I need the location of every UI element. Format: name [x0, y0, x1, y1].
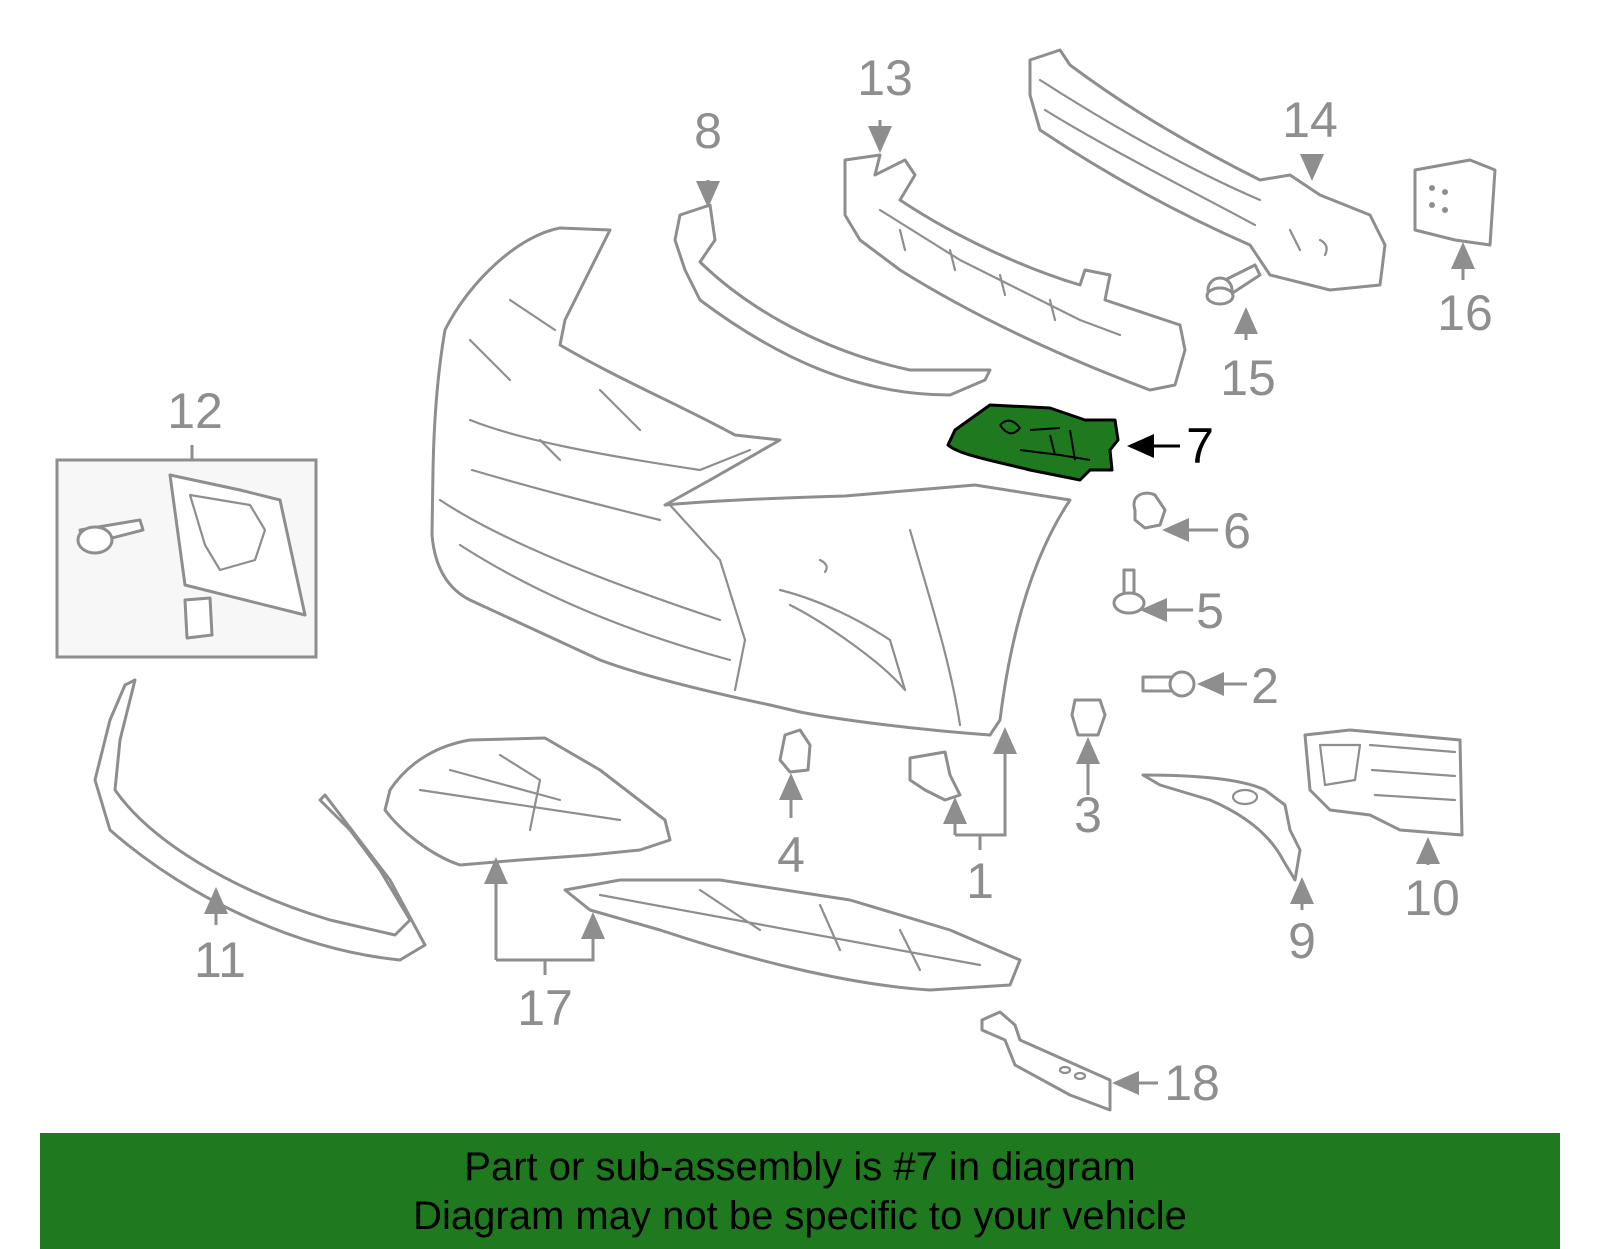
bracket-16-part	[1413, 158, 1497, 247]
upper-garnish-part	[673, 203, 992, 397]
reinforcement-beam-part	[1028, 48, 1387, 292]
bumper-bracket-small-part	[908, 750, 962, 802]
bracket-18-part	[980, 1010, 1112, 1112]
banner-line-2: Diagram may not be specific to your vehi…	[413, 1194, 1187, 1238]
callout-6: 6	[1223, 503, 1251, 559]
fastener-2-part	[1141, 670, 1196, 698]
callout-4: 4	[777, 827, 805, 883]
energy-absorber-part	[843, 153, 1187, 392]
lower-molding-part	[93, 678, 427, 962]
callout-2: 2	[1251, 658, 1279, 714]
retainer-3-part	[1070, 698, 1107, 737]
banner-line-1: Part or sub-assembly is #7 in diagram	[464, 1145, 1136, 1189]
callout-15: 15	[1220, 350, 1276, 406]
callout-14: 14	[1282, 92, 1338, 148]
callout-10: 10	[1404, 870, 1460, 926]
under-cover-upper-part	[383, 736, 672, 867]
bolt-15-part	[1205, 263, 1262, 306]
callout-5: 5	[1196, 583, 1224, 639]
clip-6-part	[1132, 491, 1167, 530]
callout-17: 17	[517, 980, 573, 1036]
under-cover-lower-part	[563, 878, 1022, 992]
callout-numbers: 8 13 14 16 15 7 6 5 2 3 4 1 9 10 11 12 1…	[167, 50, 1493, 1111]
callout-7: 7	[1186, 418, 1214, 474]
callout-3: 3	[1074, 787, 1102, 843]
leader-lines	[190, 120, 1475, 1095]
callout-16: 16	[1437, 285, 1493, 341]
part-notice-banner: Part or sub-assembly is #7 in diagram Di…	[40, 1133, 1560, 1249]
license-bracket-inset	[55, 458, 318, 659]
callout-11: 11	[194, 932, 246, 988]
side-grille-part	[1303, 728, 1464, 837]
clip-4-part	[778, 728, 812, 774]
callout-1: 1	[966, 853, 994, 909]
screw-5-part	[1112, 568, 1146, 615]
callout-12: 12	[167, 383, 223, 439]
bumper-bracket-part-7	[946, 403, 1120, 482]
callout-13: 13	[857, 50, 913, 106]
callout-9: 9	[1288, 913, 1316, 969]
callout-18: 18	[1164, 1055, 1220, 1111]
bumper-cover-part	[430, 226, 1072, 737]
callout-8: 8	[694, 103, 722, 159]
fog-garnish-part	[1141, 773, 1302, 882]
